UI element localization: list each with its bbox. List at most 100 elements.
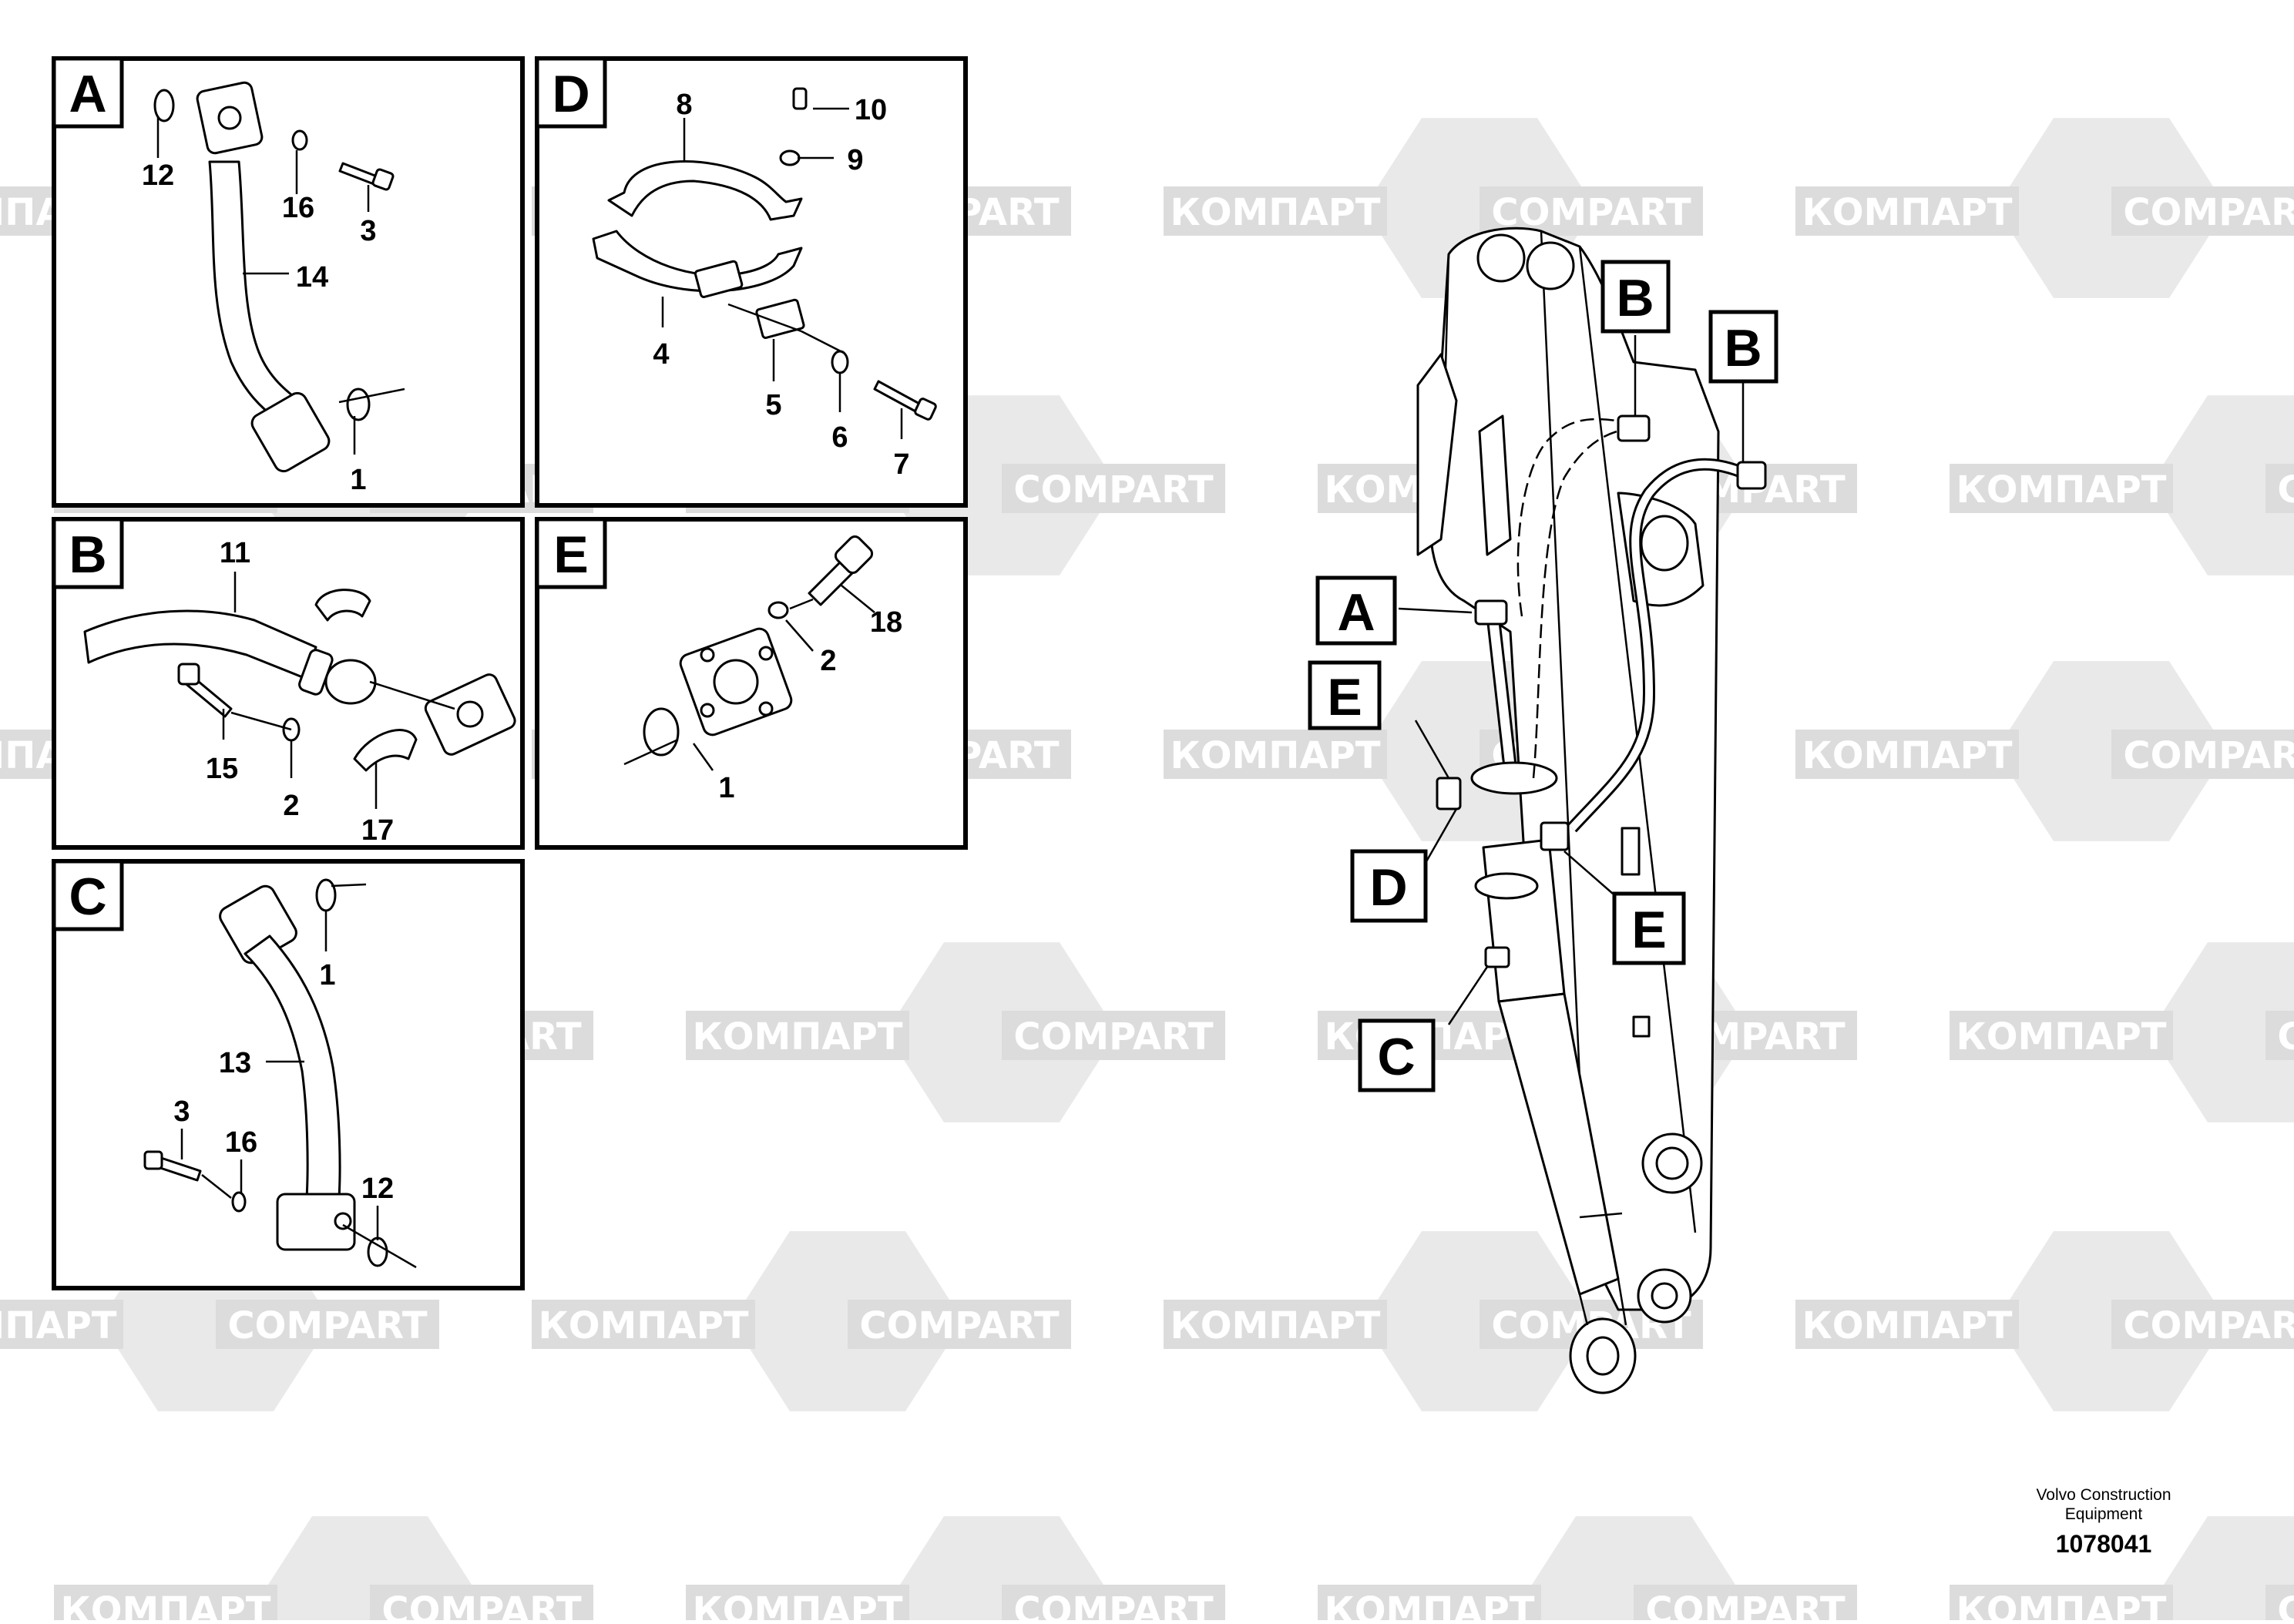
overview-tag-a: A (1337, 583, 1375, 642)
panel-e: E 18 2 1 (535, 517, 968, 850)
watermark-text: COMPART (381, 1589, 582, 1620)
bolt-18-head (834, 535, 874, 575)
callout-17: 17 (361, 814, 394, 847)
watermark-text: COMPART (227, 1304, 428, 1347)
panel-d-letter: D (552, 65, 589, 123)
clamp-lower-half (592, 230, 803, 293)
watermark-band (2111, 730, 2294, 779)
washer-2 (767, 601, 789, 619)
pin-boss-right (1526, 241, 1575, 290)
overview-tag-c: C (1377, 1028, 1415, 1086)
flange-plate-bore (713, 659, 759, 705)
watermark-text: COMPART (2123, 1304, 2294, 1347)
pin-boss-left (1476, 233, 1526, 283)
watermark-band (686, 1011, 909, 1060)
watermark-text: КОМПАРТ (1802, 734, 2012, 777)
flange-e-left (1436, 777, 1462, 810)
boom-overview: B B A E D E C (1308, 226, 1778, 1394)
panel-b: B 11 15 2 17 (52, 517, 525, 850)
flange-foot (250, 391, 331, 473)
clamp-block (694, 260, 744, 298)
flange-foot-bore (334, 1212, 352, 1230)
doc-number: 1078041 (2056, 1530, 2152, 1558)
overview-tag-c-box (1358, 1018, 1436, 1092)
callout-1: 1 (350, 464, 366, 496)
watermark-text: COMPART (1491, 191, 1691, 234)
watermark-text: COMPART (1013, 468, 1214, 512)
watermark-text: КОМПАРТ (1956, 468, 2166, 512)
watermark-band (1950, 1011, 2173, 1060)
watermark-text: КОМПАРТ (538, 1304, 748, 1347)
watermark-band (1795, 1300, 2019, 1349)
callout-9: 9 (847, 144, 863, 176)
callout-11: 11 (220, 537, 250, 569)
split-flange-upper (314, 589, 371, 622)
watermark-band (2111, 1300, 2294, 1349)
watermark-text: COMPART (859, 1304, 1060, 1347)
split-flange-lower (353, 729, 418, 772)
callout-2: 2 (283, 790, 299, 822)
overview-tag-e1-box (1308, 660, 1382, 730)
callout-3: 3 (360, 215, 376, 247)
clamp-d-upper (1470, 761, 1558, 795)
watermark-text: КОМПАРТ (1170, 1304, 1380, 1347)
watermark-band (2111, 186, 2294, 236)
callout-18: 18 (870, 606, 902, 639)
callout-6: 6 (831, 421, 848, 454)
watermark-text: КОМПАРТ (1170, 191, 1380, 234)
overview-tag-d-box (1350, 849, 1428, 923)
watermark-text: КОМПАРТ (1956, 1589, 2166, 1620)
overview-tag-e2: E (1631, 901, 1666, 959)
callout-1: 1 (718, 772, 734, 804)
side-plate (1416, 353, 1458, 556)
watermark-band (2265, 1011, 2294, 1060)
watermark-text: КОМПАРТ (0, 1304, 117, 1347)
watermark-text: КОМПАРТ (1324, 1589, 1534, 1620)
overview-tag-d: D (1369, 858, 1407, 917)
washer-16 (231, 1191, 247, 1213)
watermark-band (0, 1300, 123, 1349)
watermark-band (1002, 1011, 1225, 1060)
side-plate-2 (1478, 414, 1512, 556)
watermark-text: КОМПАРТ (1956, 1015, 2166, 1059)
panel-e-letter: E (553, 525, 588, 584)
callout-1: 1 (319, 959, 335, 992)
overview-tag-e1: E (1327, 668, 1362, 726)
hose-fitting-b2 (1736, 461, 1767, 490)
washer-6 (831, 350, 849, 374)
flange-bore (217, 106, 242, 130)
washer (291, 129, 308, 151)
watermark-emblem (2150, 395, 2294, 575)
flange-foot (276, 1193, 356, 1251)
watermark-band (1634, 1585, 1857, 1624)
fitting-collar (324, 659, 377, 705)
watermark-band (1795, 186, 2019, 236)
panel-e-tag-box (535, 517, 607, 589)
hose-fitting-b1 (1617, 414, 1651, 442)
clamp-d-lower (1474, 872, 1539, 900)
flange-e-right (1540, 821, 1570, 851)
watermark-text: COMPART (1645, 1589, 1846, 1620)
company-line-2: Equipment (2065, 1505, 2143, 1523)
bolt-head (371, 168, 395, 191)
o-ring-lower (346, 388, 371, 421)
watermark-band (1002, 464, 1225, 513)
panel-a-letter: A (69, 65, 106, 123)
o-ring-upper (315, 878, 337, 912)
callout-12: 12 (361, 1173, 394, 1205)
panel-c-letter: C (69, 867, 106, 926)
overview-tag-a-box (1315, 575, 1397, 646)
footer: Volvo Construction Equipment 1078041 (2036, 1486, 2171, 1558)
watermark-band (2265, 1585, 2294, 1624)
watermark-emblem (2150, 942, 2294, 1122)
callout-10: 10 (855, 94, 887, 126)
bolt-15-head (177, 663, 200, 686)
callout-13: 13 (219, 1047, 251, 1079)
callout-16: 16 (282, 192, 314, 224)
watermark-text: КОМПАРТ (692, 1589, 902, 1620)
panel-c-tag-box (52, 859, 124, 931)
washer-9 (779, 149, 801, 166)
panel-b-letter: B (69, 525, 106, 584)
